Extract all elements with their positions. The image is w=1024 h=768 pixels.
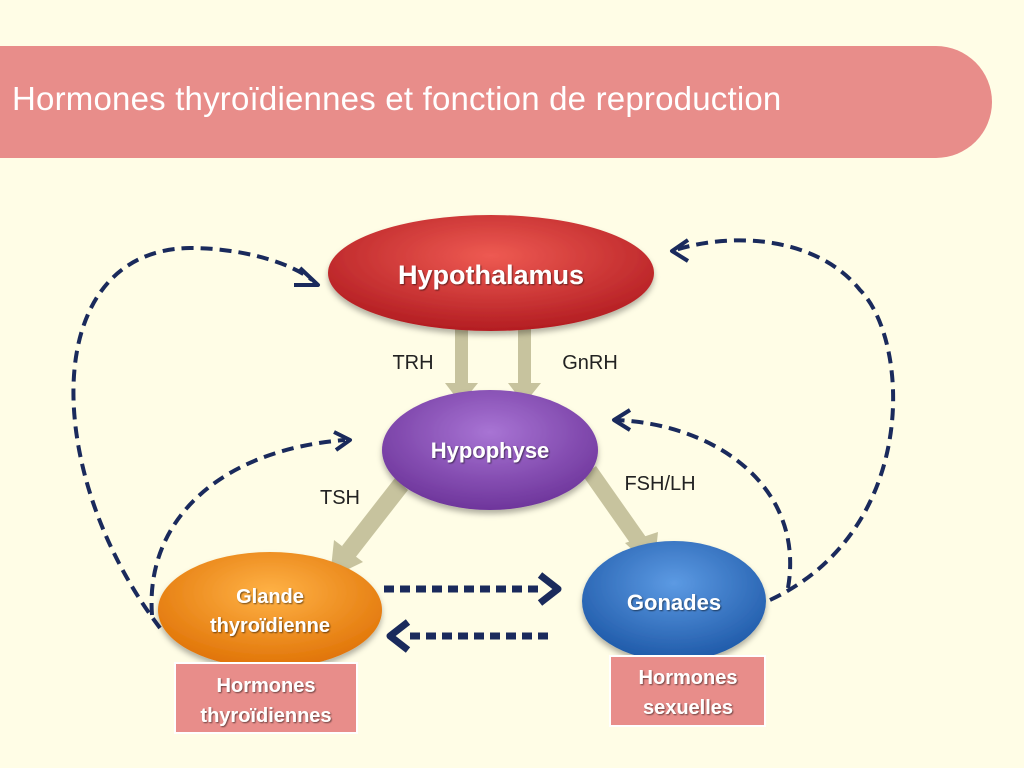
hypothalamus-label: Hypothalamus [398, 260, 584, 290]
thyroid-hormones-box [174, 662, 358, 734]
arrowhead-to-thyroid [386, 619, 411, 653]
hypophyse-label: Hypophyse [431, 438, 550, 463]
arrowhead-to-gonades [537, 572, 562, 606]
arrowhead-hypophyse-right [612, 408, 632, 432]
gonades-label: Gonades [627, 590, 721, 615]
feedback-arrow-gonades-to-hypophyse [616, 418, 793, 589]
feedback-arrow-thyroid-to-hypothalamus [71, 245, 314, 630]
page-title: Hormones thyroïdiennes et fonction de re… [12, 80, 782, 117]
gnrh-label: GnRH [562, 352, 618, 374]
fsh-lh-label: FSH/LH [624, 473, 695, 495]
arrowhead-hypothalamus-right [670, 238, 690, 263]
feedback-arrow-gonades-to-hypothalamus [674, 238, 896, 602]
thyroid-label-line2: thyroïdienne [210, 615, 330, 637]
trh-label: TRH [392, 352, 433, 374]
arrowhead-hypophyse-left [333, 430, 352, 452]
thyroid-hormones-line1: Hormones [217, 675, 316, 697]
arrowhead-hypothalamus-left [294, 266, 320, 287]
gonades-node [582, 541, 766, 661]
thyroid-label-line1: Glande [236, 586, 304, 608]
thyroid-node [158, 552, 382, 668]
tsh-label: TSH [320, 487, 360, 509]
hypothalamus-node [328, 215, 654, 331]
thyroid-hormones-line2: thyroïdiennes [200, 705, 331, 727]
sex-hormones-box [609, 655, 766, 727]
hypophyse-node [382, 390, 598, 510]
sex-hormones-line1: Hormones [639, 667, 738, 689]
sex-hormones-line2: sexuelles [643, 697, 733, 719]
title-bar [0, 46, 992, 158]
